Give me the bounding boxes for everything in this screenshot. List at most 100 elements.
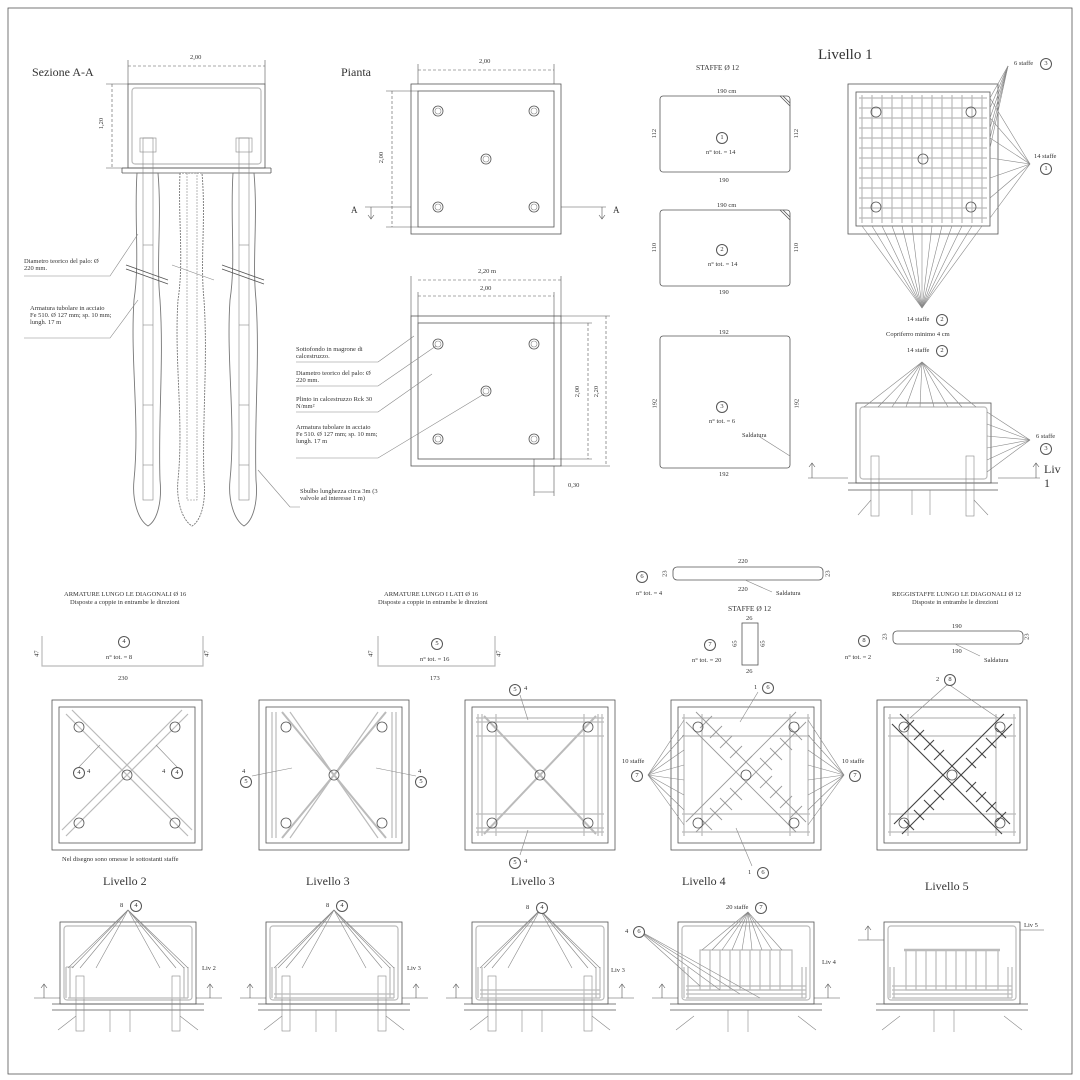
pianta-armatura: Armatura tubolare in acciaio Fe 510. Ø 1… <box>296 424 378 446</box>
bar7-shape <box>741 622 759 666</box>
sezione-width: 2,00 <box>190 54 202 61</box>
armature-diag-sub: Disposte a coppie in entrambe le direzio… <box>70 599 180 606</box>
armature-lati-title: ARMATURE LUNGO I LATI Ø 16 <box>384 591 479 598</box>
l3b-count: 8 <box>526 904 530 911</box>
section-aa-drawing <box>24 60 300 527</box>
bent-bars <box>41 636 496 667</box>
pianta-h-outer: 2,20 <box>593 385 601 398</box>
p4-left-num: 7 <box>631 770 643 782</box>
p3-label-bottom: 4 <box>524 858 528 865</box>
bar8-title: REGGISTAFFE LUNGO LE DIAGONALI Ø 12 <box>892 591 1022 598</box>
plan-level5 <box>876 683 1028 851</box>
pianta-h-inner: 2,00 <box>574 385 582 398</box>
plan-level4 <box>647 691 845 867</box>
l1-num3: 3 <box>1040 58 1052 70</box>
bar8-number: 8 <box>858 635 870 647</box>
p1-num-b: 4 <box>171 767 183 779</box>
l1-liv: Liv <box>1044 462 1061 476</box>
l1-staffe6: 6 staffe <box>1014 60 1034 67</box>
staffa2-bottom: 190 <box>719 289 729 296</box>
staffa2-number: 2 <box>716 244 728 256</box>
l1-copriferro: Copriferro minimo 4 cm <box>886 331 950 338</box>
staffa3-top: 192 <box>719 329 729 336</box>
staffa3-total: n° tot. = 6 <box>709 418 736 425</box>
section-level2 <box>34 909 222 1032</box>
bar8-bottom: 190 <box>952 648 962 655</box>
p1-note: Nel disegno sono omesse le sottostanti s… <box>62 856 179 863</box>
title-livello4: Livello 4 <box>682 874 726 888</box>
l1-staffe14c: 14 staffe <box>907 347 930 354</box>
l1-num3b: 3 <box>1040 443 1052 455</box>
bar7-right: 65 <box>759 640 767 647</box>
title-sezione: Sezione A-A <box>32 65 94 79</box>
l4-num: 7 <box>755 902 767 914</box>
l1-liv-n: 1 <box>1044 476 1050 490</box>
bar6-shape <box>672 566 824 593</box>
bar4-length: 230 <box>118 675 128 682</box>
title-staffe-mid: STAFFE Ø 12 <box>728 604 772 613</box>
title-livello5: Livello 5 <box>925 879 969 893</box>
bar6-note: Saldatura <box>776 590 801 597</box>
bar6-bottom: 220 <box>738 586 748 593</box>
staffa3-bottom: 192 <box>719 471 729 478</box>
staffa1-total: n° tot. = 14 <box>706 149 736 156</box>
title-livello3b: Livello 3 <box>511 874 555 888</box>
staffa1-number: 1 <box>716 132 728 144</box>
bar5-number: 5 <box>431 638 443 650</box>
bar7-number: 7 <box>704 639 716 651</box>
title-livello3a: Livello 3 <box>306 874 350 888</box>
sezione-armatura: Armatura tubolare in acciaio Fe 510. Ø 1… <box>30 305 112 327</box>
bar4-left: 47 <box>33 650 41 657</box>
l1-staffe14: 14 staffe <box>1034 153 1057 160</box>
plan-level3 <box>464 694 616 856</box>
p1-label-b: 4 <box>162 768 166 775</box>
plan-top-drawing <box>365 64 606 235</box>
bar8-sub: Disposte in entrambe le direzioni <box>912 599 999 606</box>
staffa3-left: 192 <box>651 398 659 409</box>
title-livello2: Livello 2 <box>103 874 147 888</box>
bar6-number: 6 <box>636 571 648 583</box>
p2-num-right: 5 <box>415 776 427 788</box>
bar4-right: 47 <box>203 650 211 657</box>
bar8-right: 23 <box>1023 633 1031 640</box>
bar6-right: 23 <box>824 570 832 577</box>
l1-num2: 2 <box>936 314 948 326</box>
l2-liv: Liv 2 <box>202 965 216 972</box>
staffa1-left: 112 <box>651 128 659 139</box>
p3-num-top: 5 <box>509 684 521 696</box>
bar5-total: n° tot. = 16 <box>420 656 450 663</box>
l4-count: 20 staffe <box>726 904 749 911</box>
l4-liv: Liv 4 <box>822 959 836 966</box>
bar7-bottom: 26 <box>746 668 753 675</box>
l5-liv: Liv 5 <box>1024 922 1038 929</box>
sheet-border <box>7 7 1073 1075</box>
p4-bottom-label: 1 <box>748 869 752 876</box>
l1-num2b: 2 <box>936 345 948 357</box>
bar7-top: 26 <box>746 615 753 622</box>
l1-staffe6b: 6 staffe <box>1036 433 1056 440</box>
pianta-height: 2,00 <box>378 151 386 164</box>
p5-top-num: 8 <box>944 674 956 686</box>
staffa3-note: Saldatura <box>742 432 767 439</box>
bar5-right: 47 <box>495 650 503 657</box>
plan-bottom-drawing <box>296 276 610 496</box>
staffa2-right: 110 <box>793 242 801 253</box>
sezione-sbulbo: Sbulbo lunghezza circa 3m (3 valvole ad … <box>300 488 378 503</box>
staffa3-right: 192 <box>793 398 801 409</box>
p1-label-a: 4 <box>87 768 91 775</box>
pianta-width: 2,00 <box>479 58 491 65</box>
staffa1-bottom: 190 <box>719 177 729 184</box>
l4-left-label: 4 <box>625 928 629 935</box>
pianta-width-outer: 2,20 m <box>478 268 497 275</box>
bar5-left: 47 <box>367 650 375 657</box>
section-marker-left: A <box>351 205 358 215</box>
staffa1-right: 112 <box>793 128 801 139</box>
l4-left-num: 6 <box>633 926 645 938</box>
staffa2-left: 110 <box>651 242 659 253</box>
sezione-diametro: Diametro teorico del palo: Ø 220 mm. <box>24 258 99 273</box>
plan-sides <box>251 699 417 851</box>
l3b-num: 4 <box>536 902 548 914</box>
bar7-left: 65 <box>731 640 739 647</box>
title-staffe-top: STAFFE Ø 12 <box>696 63 740 72</box>
